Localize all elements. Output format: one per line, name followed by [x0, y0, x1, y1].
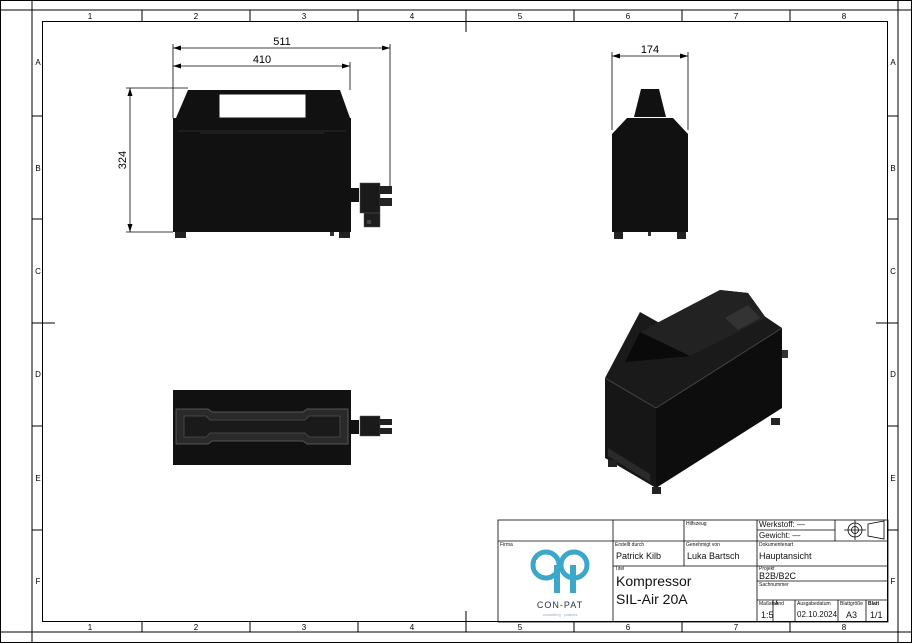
- col-label-top-8: 8: [842, 12, 847, 21]
- isometric-view: [604, 290, 788, 494]
- col-label-bottom-1: 1: [88, 623, 93, 632]
- con-pat-logo: [530, 549, 590, 593]
- inner-border: [42, 21, 888, 622]
- projection-symbol-icon: [844, 520, 885, 540]
- col-label-top-6: 6: [626, 12, 631, 21]
- col-label-top-5: 5: [518, 12, 523, 21]
- col-label-bottom-3: 3: [302, 623, 307, 632]
- col-label-top-2: 2: [194, 12, 199, 21]
- side-dimension-arrows: [612, 53, 688, 59]
- row-label-left-B: B: [35, 164, 40, 173]
- front-dimensions: [126, 44, 391, 233]
- row-label-right-E: E: [890, 474, 895, 483]
- dimension-410: 410: [253, 54, 271, 66]
- row-label-right-D: D: [890, 370, 896, 379]
- row-label-right-C: C: [890, 267, 896, 276]
- col-label-bottom-6: 6: [626, 623, 631, 632]
- col-label-bottom-5: 5: [518, 623, 523, 632]
- row-label-right-A: A: [890, 58, 896, 67]
- row-label-right-F: F: [891, 577, 896, 586]
- row-label-left-A: A: [35, 58, 41, 67]
- row-label-left-C: C: [35, 267, 41, 276]
- front-view: [173, 90, 392, 238]
- dimension-511: 511: [273, 36, 291, 48]
- col-label-top-1: 1: [88, 12, 93, 21]
- row-label-left-D: D: [35, 370, 41, 379]
- row-label-left-E: E: [35, 474, 40, 483]
- side-dimensions: [611, 52, 689, 130]
- col-label-bottom-8: 8: [842, 623, 847, 632]
- top-view: [173, 390, 392, 465]
- side-view: [612, 89, 688, 239]
- col-label-top-7: 7: [734, 12, 739, 21]
- col-label-bottom-2: 2: [194, 623, 199, 632]
- col-label-top-3: 3: [302, 12, 307, 21]
- row-label-left-F: F: [36, 577, 41, 586]
- col-label-bottom-7: 7: [734, 623, 739, 632]
- dimension-324: 324: [117, 151, 129, 169]
- dimension-174: 174: [641, 44, 659, 56]
- front-dimension-arrows: [127, 45, 390, 232]
- title-block-frame: [497, 519, 889, 623]
- col-label-bottom-4: 4: [410, 623, 415, 632]
- row-label-right-B: B: [890, 164, 895, 173]
- col-label-top-4: 4: [410, 12, 415, 21]
